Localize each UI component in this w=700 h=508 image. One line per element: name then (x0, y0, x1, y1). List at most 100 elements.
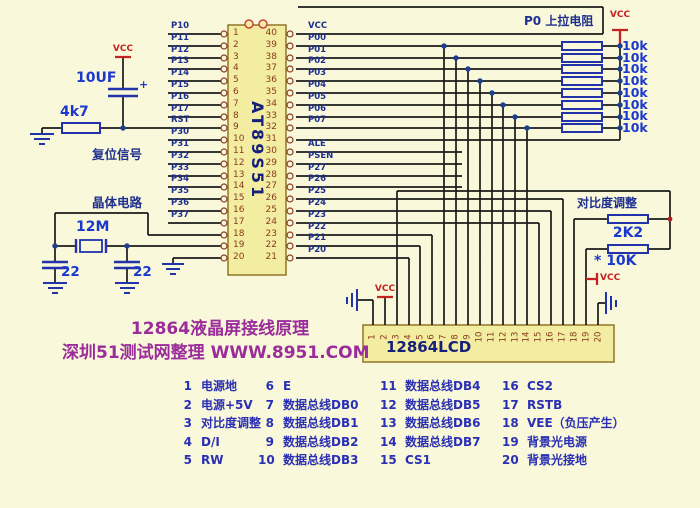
lcd-pin-number: 10 (474, 331, 485, 343)
net-label: P15 (171, 79, 190, 90)
net-label: P14 (171, 68, 190, 79)
lcd-pin-number: 18 (569, 331, 580, 343)
pin-number: 33 (265, 110, 277, 121)
net-label: P37 (171, 209, 190, 220)
contrast-r-bottom-value: * 10K (594, 253, 637, 269)
lcd-pin19-vcc-label: VCC (600, 273, 621, 283)
crystal-section-label: 晶体电路 (92, 195, 143, 210)
pin-number: 40 (265, 28, 277, 38)
pin-number: 6 (233, 86, 239, 97)
resistor-2k2 (607, 214, 649, 224)
net-label: P05 (308, 91, 327, 102)
legend-pin-label: 数据总线DB4 (405, 379, 481, 393)
net-label: P34 (171, 174, 190, 185)
pin-number: 23 (265, 228, 277, 239)
net-label: P00 (308, 32, 327, 43)
lcd-pin-number: 12 (498, 331, 509, 343)
legend-pin-number: 7 (265, 397, 274, 412)
pin-number: 37 (265, 63, 277, 74)
contrast-junction-dot (667, 216, 673, 222)
lcd-pin-number: 19 (581, 331, 592, 343)
pin-number: 34 (265, 98, 277, 109)
lcd-name: 12864LCD (386, 338, 472, 356)
legend-pin-label: CS2 (527, 379, 554, 393)
pullup-resistor (561, 112, 603, 122)
pin-number: 8 (233, 110, 239, 121)
pin-number: 25 (265, 204, 277, 215)
net-label: P16 (171, 91, 190, 102)
pullup-value: 10k (622, 61, 648, 77)
pin-number: 27 (265, 181, 277, 192)
net-label: P07 (308, 115, 327, 126)
title-line1: 12864液晶屏接线原理 (130, 319, 310, 339)
pin-number: 12 (233, 157, 245, 168)
legend-pin-label: 数据总线DB1 (283, 416, 359, 430)
net-label (308, 127, 368, 139)
legend-item: 1 电源地 (176, 377, 261, 396)
legend-pin-label: 数据总线DB2 (283, 434, 359, 449)
reset-resistor-value: 4k7 (60, 104, 89, 120)
legend-pin-number: 18 (502, 416, 519, 430)
lcd-pin-number: 17 (557, 331, 568, 343)
net-label: P11 (171, 32, 190, 43)
contrast-section-label: 对比度调整 (577, 196, 638, 210)
contrast-r-top-value: 2K2 (612, 225, 644, 241)
net-label: PSEN (308, 150, 334, 161)
net-label: P13 (171, 56, 190, 67)
cap22-left-value: 22 (61, 264, 80, 280)
net-label: P21 (308, 233, 327, 244)
pullup-section-label: P0 上拉电阻 (524, 14, 594, 28)
pin-number: 32 (265, 122, 277, 133)
net-label: P31 (171, 138, 190, 149)
pin-number: 11 (233, 145, 245, 156)
net-label: ALE (308, 138, 326, 149)
legend-item: 14 数据总线DB7 (380, 433, 480, 452)
pullup-value: 10k (622, 84, 648, 100)
pin-number: 24 (265, 216, 277, 227)
legend-col2: 6 E 7 数据总线DB0 8 数据总线DB1 9 数据总线DB2 10 数据总… (258, 377, 358, 470)
chip-name: AT89S51 (248, 101, 267, 201)
legend-item: 3 对比度调整 (176, 414, 261, 433)
net-label: RST (171, 115, 190, 126)
pullup-vcc-label: VCC (609, 10, 631, 20)
pin-number: 22 (265, 240, 277, 251)
net-label: P23 (308, 209, 327, 220)
pullup-resistor (561, 123, 603, 133)
legend-pin-label: D/I (201, 434, 220, 449)
legend-item: 18 VEE（负压产生） (502, 414, 625, 433)
resistor-symbols (61, 41, 649, 254)
legend-pin-number: 11 (380, 379, 397, 393)
pin-number: 20 (233, 252, 245, 263)
legend-pin-number: 17 (502, 397, 519, 412)
legend-item: 12 数据总线DB5 (380, 396, 480, 415)
chip-top-pad-icon (244, 19, 254, 29)
legend-pin-label: VEE（负压产生） (527, 416, 625, 430)
net-label: P10 (171, 21, 190, 31)
pullup-resistor (561, 41, 603, 51)
pin-number: 36 (265, 75, 277, 86)
pin-number: 35 (265, 86, 277, 97)
lcd-pin-number: 11 (486, 331, 497, 343)
legend-pin-label: RW (201, 453, 224, 467)
legend-item: 20 背景光接地 (502, 451, 625, 470)
legend-pin-label: RSTB (527, 397, 563, 412)
legend-pin-label: 数据总线DB0 (283, 397, 359, 412)
legend-pin-number: 6 (265, 379, 274, 393)
pin-number: 1 (233, 28, 239, 38)
pin-number: 30 (265, 145, 277, 156)
pin-circles (220, 30, 294, 262)
net-label: P02 (308, 56, 327, 67)
legend-item: 6 E (258, 377, 358, 396)
vcc-power-symbols (115, 28, 628, 299)
chip-top-pad-icon (258, 19, 268, 29)
net-label: P06 (308, 103, 327, 114)
cap22-right-value: 22 (133, 264, 152, 280)
legend-pin-label: 背景光接地 (527, 453, 588, 467)
pullup-value: 10k (622, 108, 648, 124)
net-label: P17 (171, 103, 190, 114)
legend-col4: 16 CS2 17 RSTB 18 VEE（负压产生） 19 背景光电源 20 … (502, 377, 625, 470)
legend-pin-label: 数据总线DB7 (405, 434, 481, 449)
legend-item: 15 CS1 (380, 451, 480, 470)
